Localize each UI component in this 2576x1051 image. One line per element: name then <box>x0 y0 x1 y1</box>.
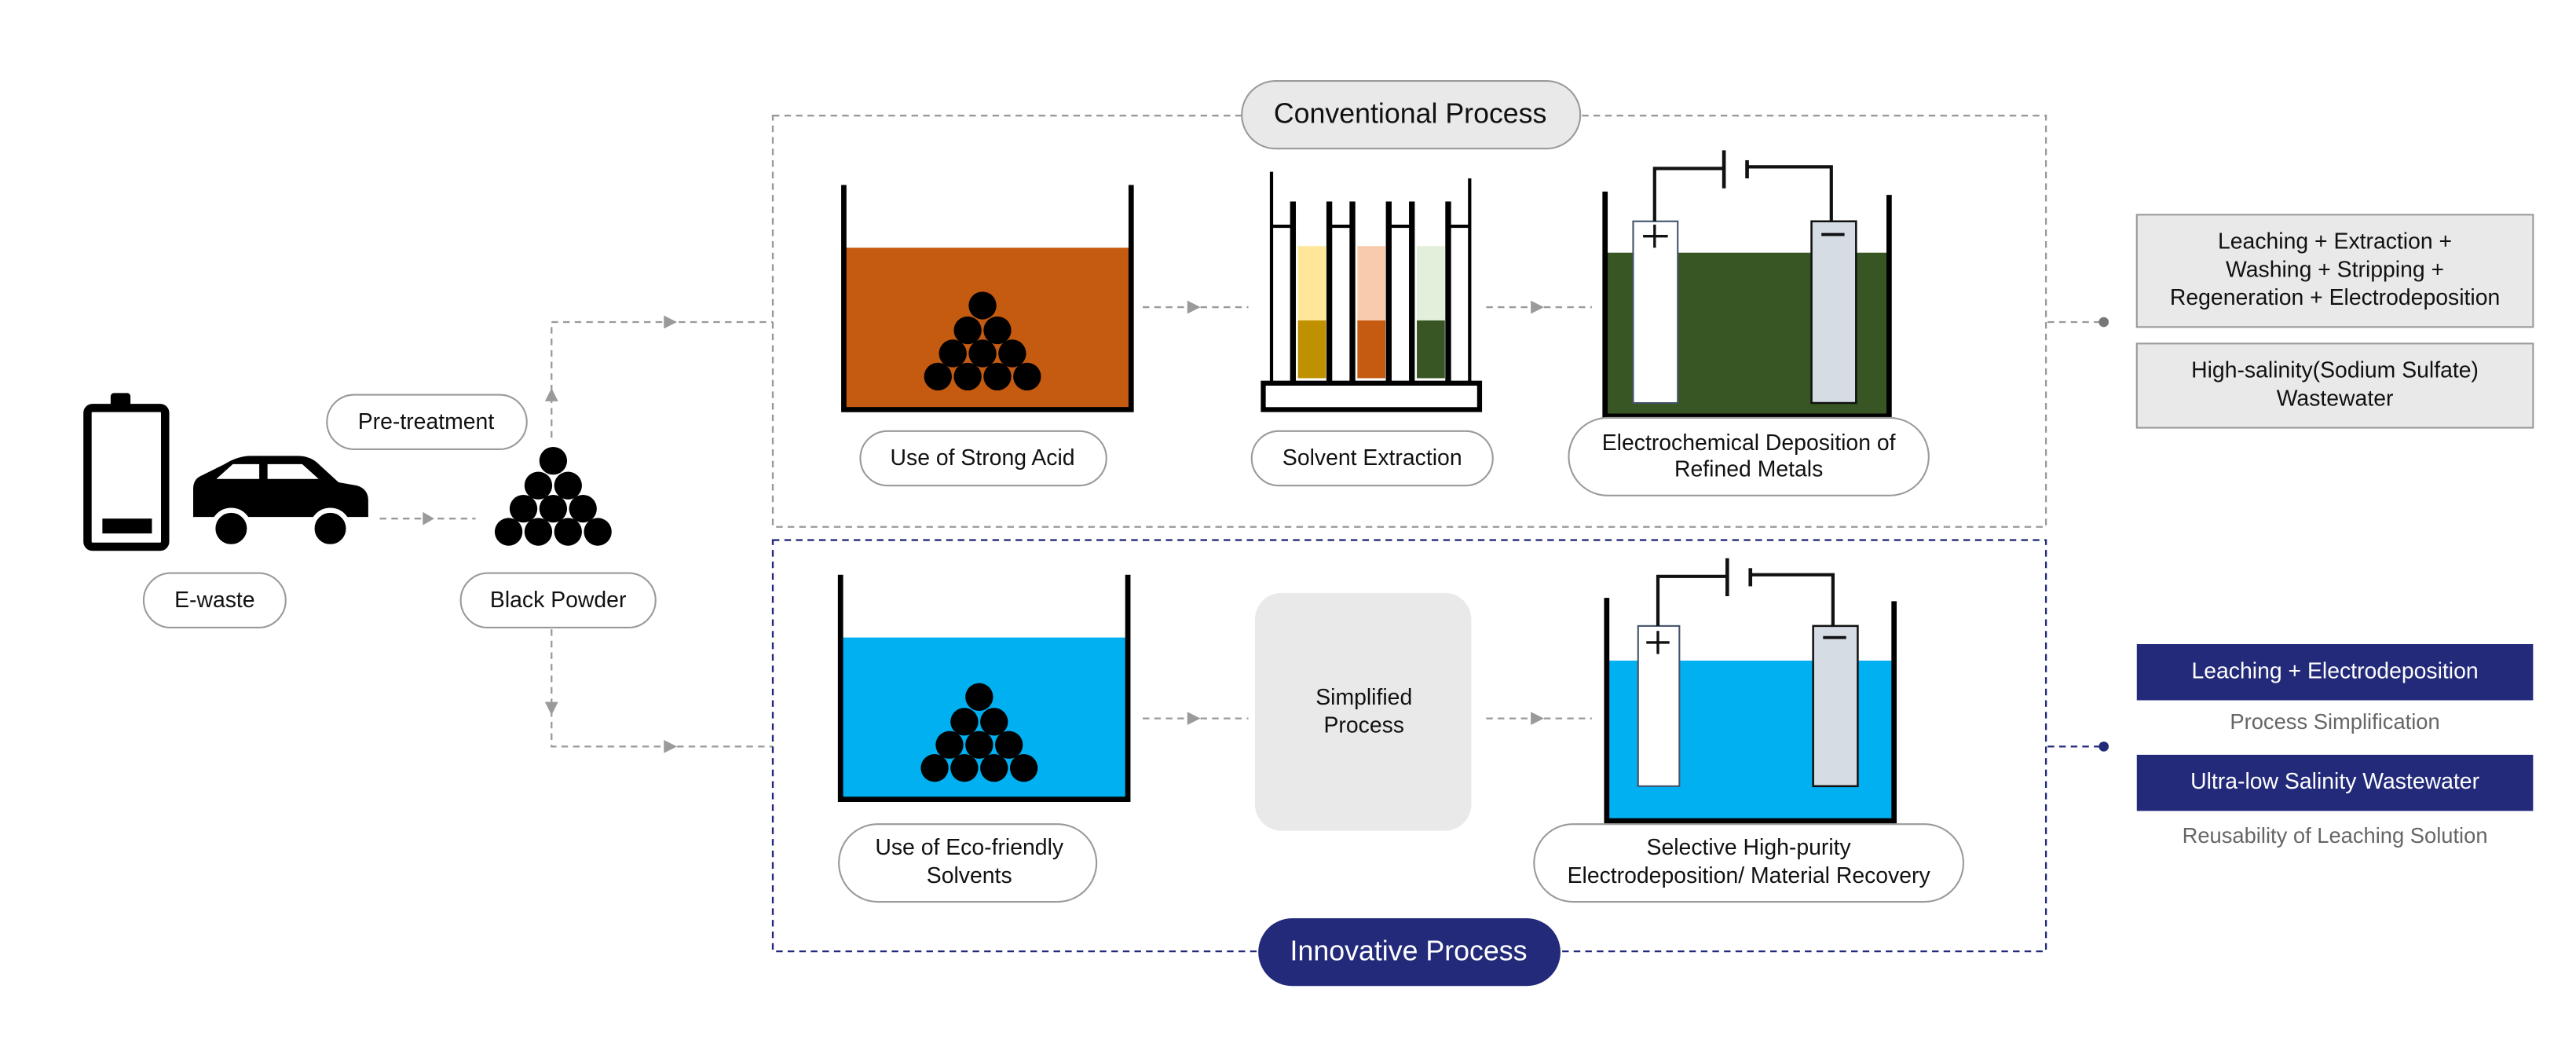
step-label-strong-acid: Use of Strong Acid <box>859 430 1107 487</box>
arrowhead <box>423 511 434 526</box>
svg-text:Innovative Process: Innovative Process <box>1290 936 1528 967</box>
flow-arrow <box>1142 712 1249 726</box>
test-tube-rack-icon <box>1261 171 1483 412</box>
electrolysis-cell-icon <box>1602 150 1892 419</box>
step-label-eco-friendly-solvents: Use of Eco-friendly Solvents <box>838 823 1098 903</box>
step-label-solvent-extraction: Solvent Extraction <box>1250 430 1494 487</box>
svg-text:Selective High-purity: Selective High-purity <box>1647 835 1852 860</box>
conventional-outcome-wastewater: High-salinity(Sodium Sulfate) Wastewater <box>2135 342 2534 429</box>
svg-text:Refined Metals: Refined Metals <box>1674 457 1823 482</box>
acid-beaker-icon <box>841 185 1134 412</box>
black-powder-label: Black Powder <box>459 572 657 629</box>
svg-text:Solvents: Solvents <box>927 863 1012 888</box>
innovative-outcome-simplification: Leaching + Electrodeposition Process Sim… <box>2136 644 2534 734</box>
svg-text:Process: Process <box>1323 713 1404 738</box>
flow-arrow <box>1142 300 1249 314</box>
step-label-electrochemical-deposition: Electrochemical Deposition of Refined Me… <box>1568 416 1930 496</box>
svg-text:Electrodeposition/ Material Re: Electrodeposition/ Material Recovery <box>1568 863 1931 888</box>
svg-text:High-salinity(Sodium Sulfate): High-salinity(Sodium Sulfate) <box>2191 358 2479 383</box>
eco-beaker-icon <box>837 574 1131 803</box>
simplified-process-box: Simplified Process <box>1254 592 1472 831</box>
branch-connector-conventional <box>544 315 774 438</box>
ewaste-label: E-waste <box>142 572 287 629</box>
step-label-selective-electrodeposition: Selective High-purity Electrodeposition/… <box>1533 823 1965 903</box>
flow-arrow <box>1486 712 1592 726</box>
svg-text:Regeneration + Electrodepositi: Regeneration + Electrodeposition <box>2170 285 2500 310</box>
svg-text:Reusability of Leaching Soluti: Reusability of Leaching Solution <box>2183 823 2488 848</box>
svg-text:Ultra-low Salinity Wastewater: Ultra-low Salinity Wastewater <box>2190 769 2479 794</box>
svg-text:Pre-treatment: Pre-treatment <box>358 409 495 434</box>
svg-text:Use of Strong Acid: Use of Strong Acid <box>891 445 1075 471</box>
pretreatment-label: Pre-treatment <box>326 394 528 450</box>
svg-text:Process Simplification: Process Simplification <box>2230 709 2439 734</box>
innovative-process-title: Innovative Process <box>1258 918 1561 987</box>
branch-connector-innovative <box>544 629 774 753</box>
electrolysis-cell-icon <box>1604 558 1897 824</box>
conventional-process-title: Conventional Process <box>1241 79 1582 150</box>
powder-pile-icon <box>494 446 612 546</box>
innovative-outcome-wastewater: Ultra-low Salinity Wastewater Reusabilit… <box>2136 754 2534 848</box>
conventional-outcome-connector <box>2047 317 2109 328</box>
svg-text:Electrochemical Deposition of: Electrochemical Deposition of <box>1602 430 1896 456</box>
svg-text:Solvent Extraction: Solvent Extraction <box>1283 445 1462 471</box>
conventional-outcome-steps: Leaching + Extraction + Washing + Stripp… <box>2135 214 2534 328</box>
svg-text:Conventional Process: Conventional Process <box>1274 98 1547 130</box>
svg-text:Use of Eco-friendly: Use of Eco-friendly <box>875 835 1064 860</box>
innovative-process-frame <box>771 539 2047 953</box>
svg-text:Wastewater: Wastewater <box>2277 386 2394 411</box>
svg-text:Washing + Stripping +: Washing + Stripping + <box>2226 257 2444 282</box>
svg-text:Simplified: Simplified <box>1315 685 1412 710</box>
car-icon <box>193 456 368 550</box>
svg-text:Leaching + Electrodeposition: Leaching + Electrodeposition <box>2191 658 2478 683</box>
battery-icon <box>83 393 170 551</box>
svg-text:Black Powder: Black Powder <box>490 588 626 613</box>
innovative-outcome-connector <box>2047 742 2109 752</box>
svg-text:Leaching + Extraction +: Leaching + Extraction + <box>2218 229 2452 255</box>
flow-arrow <box>1486 300 1592 314</box>
svg-text:E-waste: E-waste <box>174 588 255 613</box>
